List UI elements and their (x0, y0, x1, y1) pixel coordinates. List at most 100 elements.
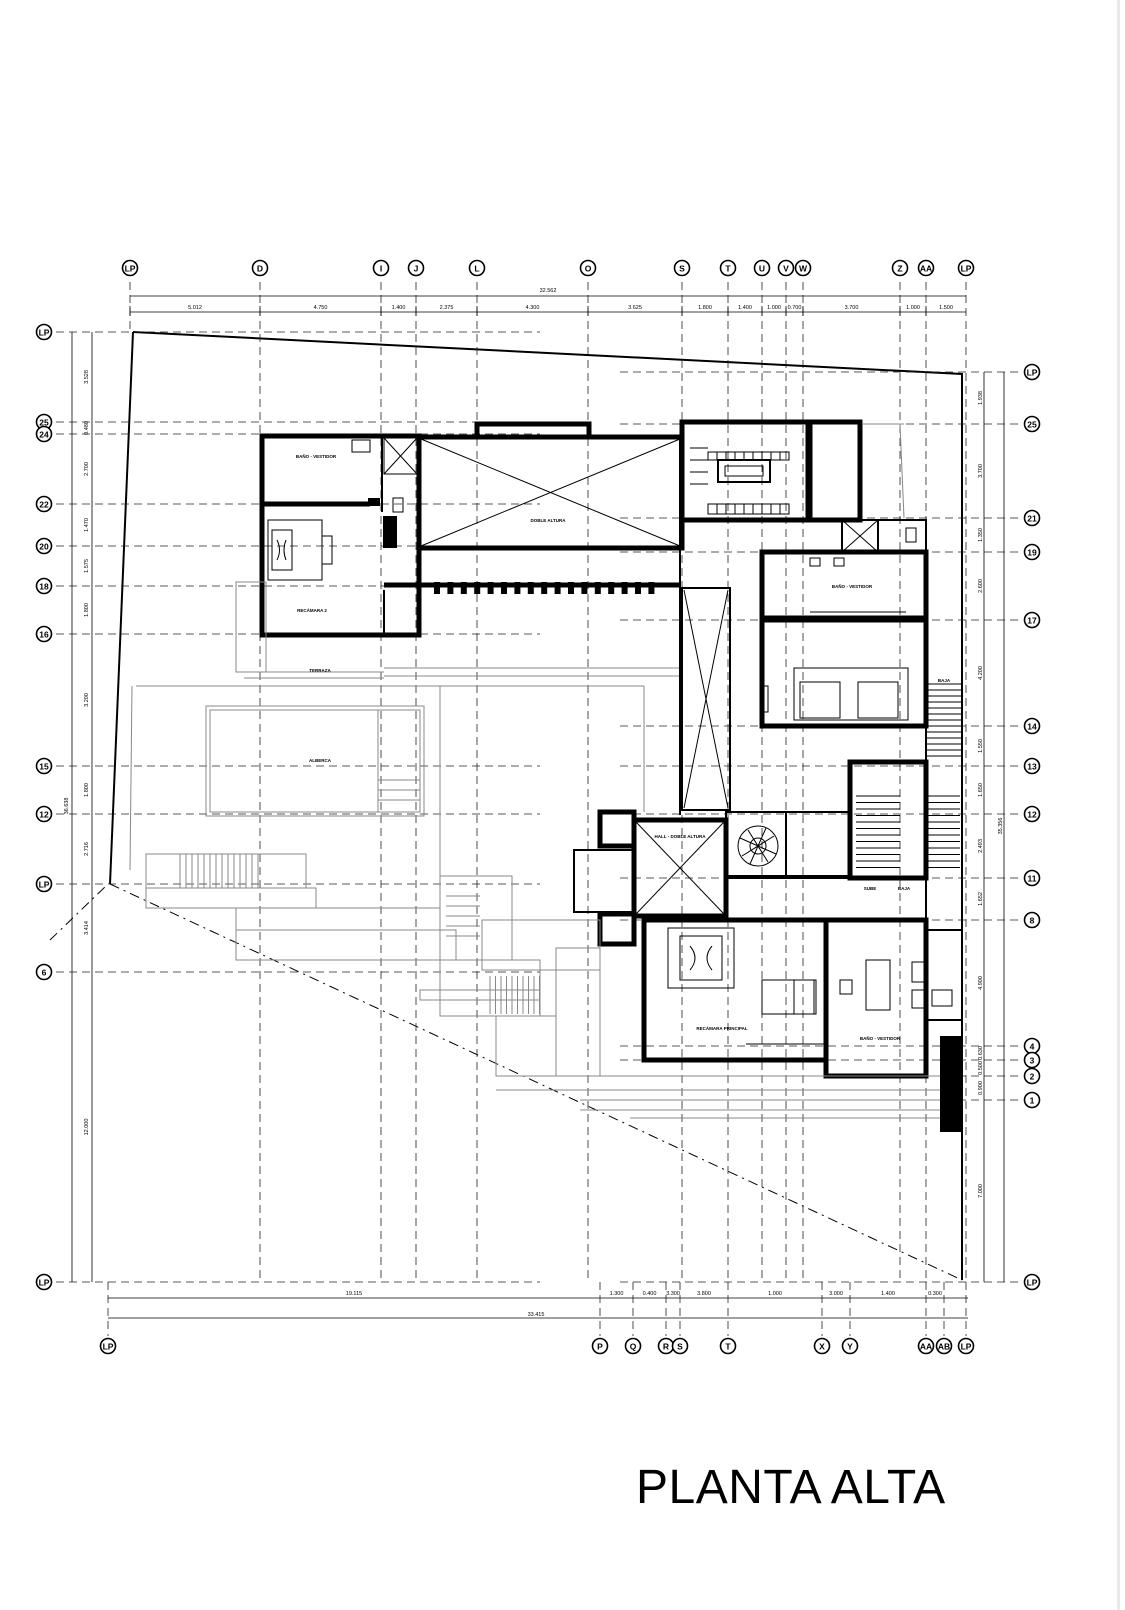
dim-bottom-segment: 0.300 (928, 1291, 942, 1297)
axis-right-lp-label: LP (1027, 1278, 1038, 1288)
dim-right-segment: 3.700 (978, 464, 984, 478)
axis-left-12-label: 12 (39, 810, 49, 820)
dim-top-segment: 3.700 (845, 305, 859, 311)
stair-step (761, 451, 772, 461)
axis-top-lp-label: LP (125, 264, 136, 274)
axis-top-i: I (372, 259, 390, 277)
axis-left-15-label: 15 (39, 762, 49, 772)
dim-left-segment: 12.000 (84, 1119, 90, 1136)
axis-top-aa: AA (917, 259, 935, 277)
louver (554, 582, 561, 594)
dim-left-segment: 1.470 (84, 518, 90, 532)
axis-right-14-label: 14 (1027, 722, 1037, 732)
stair-step (743, 451, 754, 461)
axis-right-3: 3 (1023, 1051, 1041, 1069)
dim-top-segment: 4.300 (526, 305, 540, 311)
dim-top-segment: 0.700 (788, 305, 802, 311)
dim-left-segment: 1.800 (84, 603, 90, 617)
axis-bottom-y: Y (841, 1337, 859, 1355)
dim-right-total: 35.356 (998, 818, 1004, 835)
dim-left-segment: 2.716 (84, 842, 90, 856)
label-baja: BAJA (938, 678, 951, 683)
axis-right-25: 25 (1023, 415, 1041, 433)
stair-step (725, 451, 736, 461)
axis-right-19-label: 19 (1027, 548, 1037, 558)
axis-top-z-label: Z (897, 264, 902, 274)
axis-top-u-label: U (759, 264, 765, 274)
axis-right-21: 21 (1023, 509, 1041, 527)
axis-bottom-aa-label: AA (920, 1342, 932, 1352)
axis-right-14: 14 (1023, 717, 1041, 735)
dim-top-total: 32.562 (540, 288, 557, 294)
axis-top-lp: LP (121, 259, 139, 277)
axis-left-25-label: 25 (39, 418, 49, 428)
axis-left-15: 15 (35, 757, 53, 775)
louver (608, 582, 615, 594)
axis-left-6: 6 (35, 963, 53, 981)
stair-step (725, 503, 736, 515)
axis-right-3-label: 3 (1030, 1056, 1035, 1066)
axis-bottom-t-label: T (725, 1342, 731, 1352)
axis-bottom-lp-label: LP (961, 1342, 972, 1352)
axis-right-lp: LP (1023, 363, 1041, 381)
stair-step (707, 503, 718, 515)
dim-left-segment: 3.414 (84, 921, 90, 935)
dim-right-segment: 0.900 (978, 1081, 984, 1095)
axis-top-o: O (579, 259, 597, 277)
louver (541, 582, 548, 594)
axis-right-12: 12 (1023, 805, 1041, 823)
axis-left-20-label: 20 (39, 542, 49, 552)
axis-left-lp: LP (35, 323, 53, 341)
dim-top-segment: 5.012 (188, 305, 202, 311)
axis-top-i-label: I (380, 264, 382, 274)
dim-left-segment: 1.800 (84, 783, 90, 797)
axis-left-22: 22 (35, 495, 53, 513)
exterior-stair (926, 683, 962, 757)
axis-right-8-label: 8 (1030, 916, 1035, 926)
dim-top-segment: 1.000 (906, 305, 920, 311)
axis-left-lp: LP (35, 1273, 53, 1291)
louver (460, 582, 467, 594)
label-baja-2: BAJA (898, 886, 911, 891)
dim-top-segment: 2.375 (440, 305, 454, 311)
axis-bottom-lp-label: LP (103, 1342, 114, 1352)
axis-right-25-label: 25 (1027, 420, 1037, 430)
axis-top-l-label: L (474, 264, 479, 274)
label-bano-recamara2: BAÑO - VESTIDOR (296, 453, 337, 459)
louver (621, 582, 628, 594)
dim-right-segment: 2.493 (978, 839, 984, 853)
axis-bottom-s-label: S (677, 1342, 683, 1352)
axis-left-12: 12 (35, 805, 53, 823)
axis-right-4: 4 (1023, 1037, 1041, 1055)
dim-right-segment: 1.650 (978, 783, 984, 797)
dim-left-segment: 0.480 (84, 421, 90, 435)
axis-right-19: 19 (1023, 543, 1041, 561)
louver (635, 582, 641, 594)
louver (474, 582, 481, 594)
axis-bottom-aa: AA (917, 1337, 935, 1355)
axis-top-w: W (794, 259, 812, 277)
staircase-upper (690, 447, 790, 515)
axis-top-v-label: V (783, 264, 789, 274)
dim-left-segment: 1.575 (84, 559, 90, 573)
stair-step (716, 451, 727, 461)
dim-left-segment: 2.700 (84, 462, 90, 476)
label-doble-altura: DOBLE ALTURA (531, 518, 567, 523)
dim-bottom-segment: 3.000 (829, 1291, 843, 1297)
axis-left-6-label: 6 (42, 968, 47, 978)
dim-bottom-segment: 3.800 (697, 1291, 711, 1297)
axis-left-lp-label: LP (39, 1278, 50, 1288)
drawing-title: PLANTA ALTA (636, 1461, 946, 1514)
dim-left-segment: 3.200 (84, 693, 90, 707)
label-recamara2: RECÁMARA 2 (297, 607, 327, 613)
axis-top-lp-label: LP (961, 264, 972, 274)
stair-step (743, 503, 754, 515)
axis-top-w-label: W (799, 264, 808, 274)
axis-top-v: V (777, 259, 795, 277)
dim-bottom-segment: 1.000 (768, 1291, 782, 1297)
axis-bottom-y-label: Y (847, 1342, 853, 1352)
louver (648, 582, 655, 594)
